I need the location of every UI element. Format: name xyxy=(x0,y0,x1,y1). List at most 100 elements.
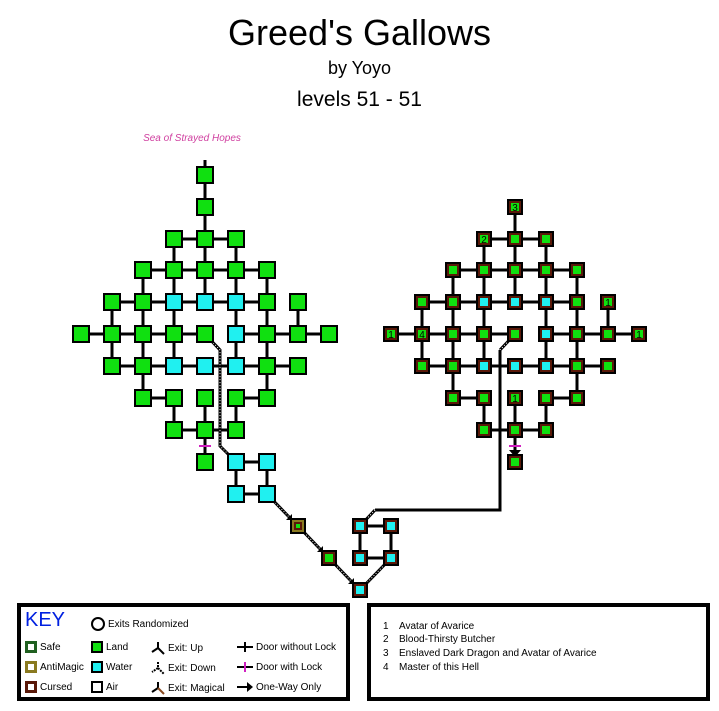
cursed-land-room-fill xyxy=(542,266,550,274)
land-room xyxy=(196,325,214,343)
antimagic-swatch-icon xyxy=(25,661,37,673)
land-room xyxy=(258,389,276,407)
cursed-water-room-fill xyxy=(387,522,395,530)
cursed-land-room-fill xyxy=(635,330,643,338)
water-room xyxy=(165,357,183,375)
key-safe: Safe xyxy=(25,641,61,653)
map-title: Greed's Gallows xyxy=(228,12,491,53)
legend-name: Enslaved Dark Dragon and Avatar of Avari… xyxy=(399,648,597,659)
land-room xyxy=(165,389,183,407)
key-door-lock: Door with Lock xyxy=(237,661,322,673)
water-room xyxy=(196,293,214,311)
cursed-water-room-fill xyxy=(542,298,550,306)
key-exit-magical: Exit: Magical xyxy=(151,681,225,695)
cursed-water-room-fill xyxy=(356,586,364,594)
one-way-exit-hatch xyxy=(328,557,353,583)
key-label: AntiMagic xyxy=(40,661,84,673)
key-exit-down: Exit: Down xyxy=(151,661,216,675)
land-room xyxy=(227,389,245,407)
water-room xyxy=(227,325,245,343)
key-label: Cursed xyxy=(40,681,73,693)
key-label: Safe xyxy=(40,641,61,653)
key-antimagic: AntiMagic xyxy=(25,661,84,673)
land-swatch-icon xyxy=(91,641,103,653)
exit-magical-icon xyxy=(151,682,165,695)
cursed-water-room-fill xyxy=(356,522,364,530)
key-label: Exit: Magical xyxy=(168,682,225,694)
cursed-land-room-fill xyxy=(325,554,333,562)
key-label: One-Way Only xyxy=(256,681,322,693)
cursed-water-room-fill xyxy=(480,298,488,306)
cursed-land-room-fill xyxy=(387,330,395,338)
water-room xyxy=(227,453,245,471)
land-room xyxy=(227,230,245,248)
cursed-land-room-fill xyxy=(449,362,457,370)
cursed-land-room-fill xyxy=(449,394,457,402)
cursed-land-room-fill xyxy=(511,203,519,211)
water-room xyxy=(258,485,276,503)
room-number-label: 4 xyxy=(419,330,425,341)
water-swatch-icon xyxy=(91,661,103,673)
passage-line-long xyxy=(375,350,502,512)
cursed-land-room-fill xyxy=(449,298,457,306)
exit-down-icon xyxy=(151,662,165,675)
key-label: Door without Lock xyxy=(256,641,337,653)
cursed-water-room-fill xyxy=(480,362,488,370)
key-label: Land xyxy=(106,641,129,653)
key-panel: KEY Exits Randomized Safe AntiMagic Curs… xyxy=(17,603,350,701)
cursed-land-room-fill xyxy=(480,330,488,338)
key-water: Water xyxy=(91,661,132,673)
key-land: Land xyxy=(91,641,128,653)
land-room xyxy=(196,261,214,279)
cursed-land-room-fill xyxy=(604,362,612,370)
room-number-label: 2 xyxy=(481,235,487,246)
legend-name: Blood-Thirsty Butcher xyxy=(399,634,496,645)
locked-door-icon xyxy=(237,662,253,672)
circle-icon xyxy=(91,617,105,631)
room-number-label: 1 xyxy=(388,330,394,341)
cursed-land-room-fill xyxy=(573,394,581,402)
land-room xyxy=(165,230,183,248)
land-room xyxy=(103,325,121,343)
one-way-exit-hatch xyxy=(297,525,322,551)
key-title: KEY xyxy=(25,609,66,631)
cursed-water-room-fill xyxy=(356,554,364,562)
legend-num: 1 xyxy=(383,621,389,632)
cursed-land-room-fill xyxy=(418,298,426,306)
cursed-land-room-fill xyxy=(573,298,581,306)
room-number-label: 1 xyxy=(605,298,611,309)
cursed-land-room-fill xyxy=(480,266,488,274)
one-way-exit-hatch xyxy=(266,493,291,519)
land-room xyxy=(227,421,245,439)
cursed-land-room-fill xyxy=(449,266,457,274)
land-room xyxy=(289,357,307,375)
cursed-land-room-fill xyxy=(511,330,519,338)
cursed-water-room-fill xyxy=(511,298,519,306)
air-swatch-icon xyxy=(91,681,103,693)
key-cursed: Cursed xyxy=(25,681,72,693)
cursed-land-room-fill xyxy=(449,330,457,338)
water-room xyxy=(165,293,183,311)
cursed-land-room-fill xyxy=(511,394,519,402)
water-room xyxy=(227,357,245,375)
water-room xyxy=(196,357,214,375)
key-exit-up: Exit: Up xyxy=(151,641,203,655)
arrow-right-icon xyxy=(237,682,253,692)
cursed-land-room-fill xyxy=(418,362,426,370)
cursed-water-room-fill xyxy=(511,362,519,370)
cursed-land-room-fill xyxy=(573,266,581,274)
key-label: Exits Randomized xyxy=(108,618,189,630)
key-air: Air xyxy=(91,681,118,693)
land-room xyxy=(258,325,276,343)
water-room xyxy=(227,485,245,503)
exit-label-north[interactable]: Sea of Strayed Hopes xyxy=(143,133,241,144)
land-room xyxy=(227,261,245,279)
cursed-land-room-fill xyxy=(604,330,612,338)
key-label: Door with Lock xyxy=(256,661,323,673)
land-room xyxy=(258,357,276,375)
land-room xyxy=(165,421,183,439)
cursed-land-room-fill xyxy=(511,235,519,243)
